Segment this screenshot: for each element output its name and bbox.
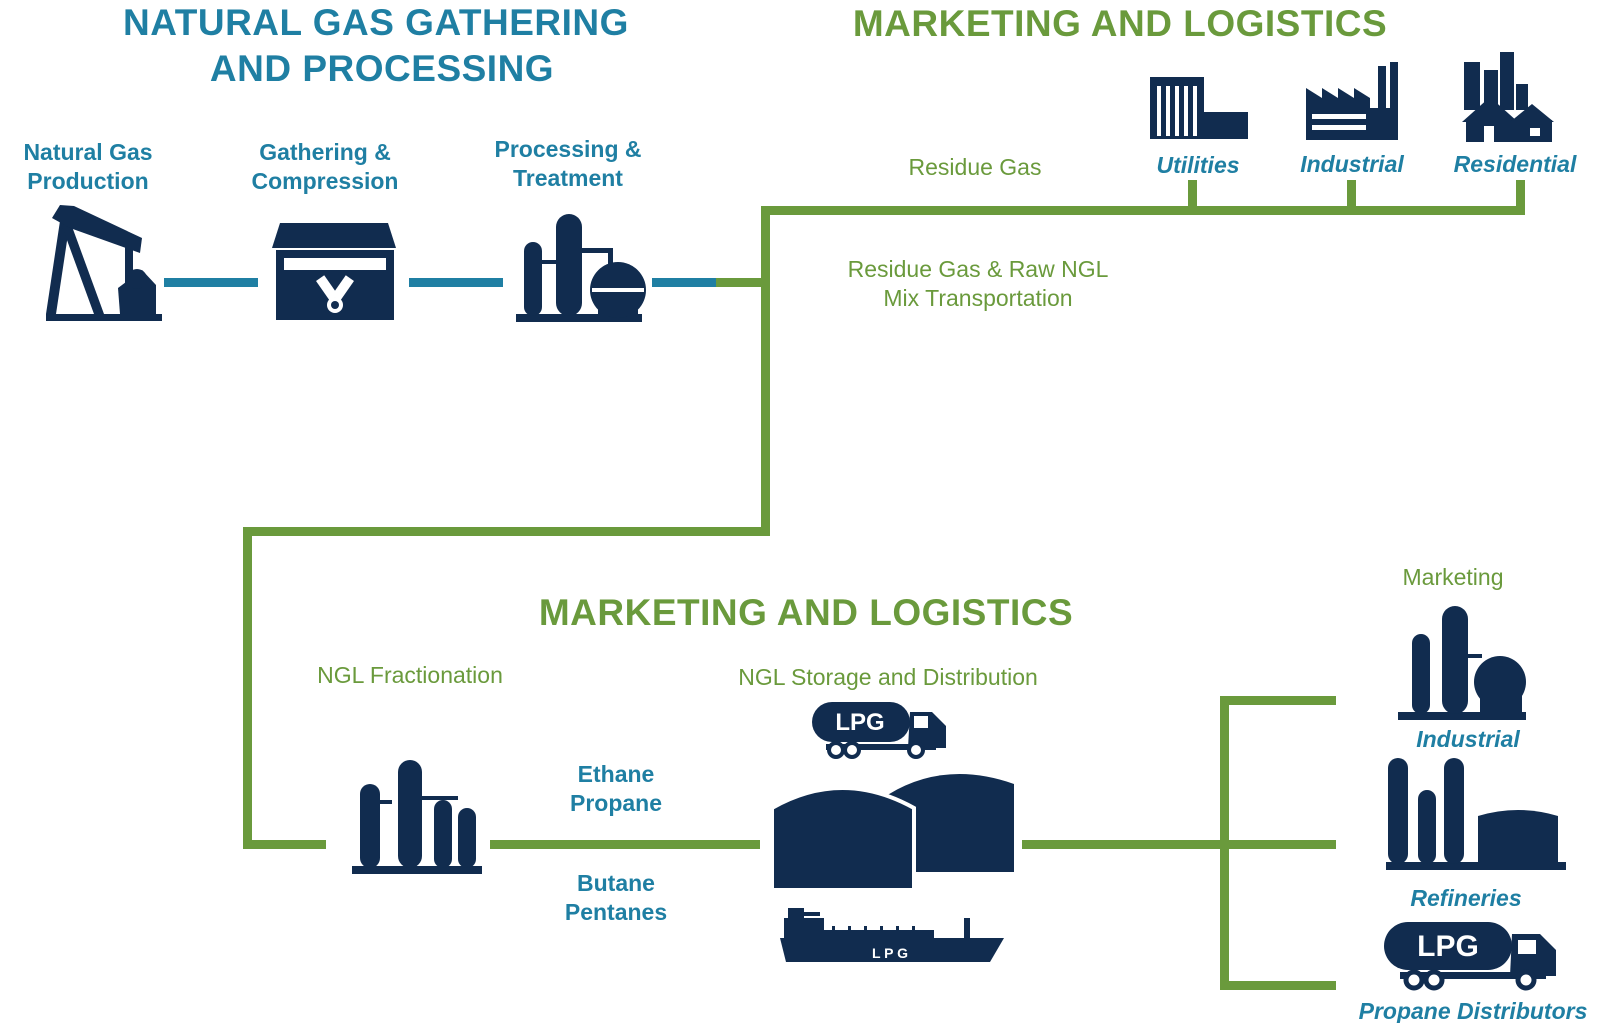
stage-gathering-line2: Compression [252, 168, 399, 194]
marketing-title-top: MARKETING AND LOGISTICS [853, 3, 1387, 44]
gathering-title-line1: NATURAL GAS GATHERING [123, 2, 629, 43]
residential-icon [1462, 52, 1554, 142]
enduser-industrial-top: Industrial [1300, 151, 1404, 177]
lpg-truck-large-icon: LPG [1384, 922, 1556, 991]
pump-jack-icon [46, 205, 162, 321]
marketing-title-bottom: MARKETING AND LOGISTICS [539, 592, 1073, 633]
ngl-product-pipeline [490, 696, 1336, 990]
product-butane: Butane [577, 870, 655, 896]
stage-processing-line1: Processing & [495, 136, 642, 162]
industrial-plant-icon [1398, 606, 1526, 720]
label-residue-raw-line2: Mix Transportation [883, 285, 1072, 311]
label-ngl-storage: NGL Storage and Distribution [738, 664, 1038, 690]
lpg-ship-icon: L P G [780, 908, 1004, 962]
utilities-icon [1150, 77, 1248, 139]
enduser-industrial-bottom: Industrial [1416, 726, 1520, 752]
stage-gathering-line1: Gathering & [259, 139, 391, 165]
stage-production-line2: Production [27, 168, 148, 194]
gathering-title-line2: AND PROCESSING [210, 48, 554, 89]
enduser-refineries: Refineries [1410, 885, 1521, 911]
gathering-pipeline [164, 278, 766, 287]
lpg-truck-large-text: LPG [1417, 930, 1479, 963]
enduser-propane-distributors: Propane Distributors [1359, 998, 1588, 1023]
label-residue-raw-line1: Residue Gas & Raw NGL [848, 256, 1109, 282]
enduser-residential: Residential [1454, 151, 1577, 177]
compressor-station-icon [272, 223, 396, 320]
ship-lpg-text: L P G [872, 945, 908, 961]
label-ngl-fractionation: NGL Fractionation [317, 662, 503, 688]
product-propane: Propane [570, 790, 662, 816]
refinery-icon [1386, 758, 1566, 870]
lpg-truck-small-text: LPG [835, 709, 884, 736]
product-ethane: Ethane [578, 761, 655, 787]
enduser-utilities: Utilities [1156, 152, 1239, 178]
stage-production-line1: Natural Gas [23, 139, 152, 165]
label-marketing: Marketing [1403, 564, 1504, 590]
processing-plant-icon [516, 214, 646, 322]
fractionator-icon [352, 760, 482, 874]
residue-gas-pipeline [243, 180, 1525, 849]
label-residue-gas: Residue Gas [909, 154, 1042, 180]
factory-icon [1306, 62, 1398, 140]
storage-tanks-icon [770, 774, 1014, 892]
stage-processing-line2: Treatment [513, 165, 623, 191]
lpg-truck-icon: LPG [812, 702, 946, 759]
product-pentanes: Pentanes [565, 899, 667, 925]
